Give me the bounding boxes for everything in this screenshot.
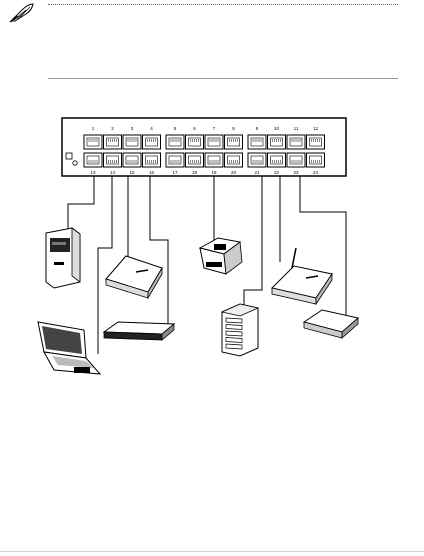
rackmount-switch-icon (102, 321, 176, 341)
rj45-port (103, 134, 122, 150)
rj45-port (224, 134, 243, 150)
port-label: 16 (149, 170, 155, 175)
port-label: 21 (254, 170, 260, 175)
rj45-port (83, 134, 103, 150)
rj45-port (267, 152, 286, 168)
port-label: 23 (293, 170, 299, 175)
rj45-port (267, 134, 286, 150)
rj45-port (122, 134, 142, 150)
rj45-port (306, 152, 325, 168)
drive-bay (225, 343, 243, 350)
note-top-rule (48, 4, 398, 5)
port-label: 12 (313, 126, 319, 131)
wireless-router-icon (271, 247, 333, 306)
drive-bay (225, 324, 243, 330)
rj45-port (142, 152, 161, 168)
port-label: 2 (111, 126, 114, 131)
rj45-port (185, 152, 204, 168)
rj45-port (103, 152, 122, 168)
rj45-port (165, 152, 185, 168)
rj45-port (165, 134, 185, 150)
rj45-port (286, 152, 306, 168)
wireless-router-icon (105, 255, 163, 300)
port-label: 7 (213, 126, 216, 131)
port-label: 5 (174, 126, 177, 131)
rj45-port (142, 134, 161, 150)
port-label: 19 (211, 170, 217, 175)
port-label: 15 (129, 170, 135, 175)
port-label: 11 (294, 126, 299, 131)
port-label: 13 (90, 170, 96, 175)
port-label: 3 (131, 126, 134, 131)
network-cable (97, 176, 113, 354)
port-label: 22 (274, 170, 280, 175)
rj45-port (204, 152, 224, 168)
switch-power-icon (65, 152, 78, 166)
port-label: 17 (172, 170, 178, 175)
network-cable (299, 176, 347, 316)
port-label: 9 (256, 126, 259, 131)
drive-bay (225, 330, 243, 337)
rj45-port (122, 152, 142, 168)
note-bottom-rule (48, 78, 398, 79)
rj45-port (224, 152, 243, 168)
port-label: 8 (232, 126, 235, 131)
rj45-port (247, 152, 267, 168)
drive-bay (225, 317, 243, 324)
rj45-port (185, 134, 204, 150)
port-label: 4 (150, 126, 153, 131)
port-label: 6 (193, 126, 196, 131)
port-label: 10 (274, 126, 280, 131)
footer-rule (0, 551, 424, 552)
network-cable (67, 176, 95, 230)
network-cable (243, 176, 263, 306)
printer-icon (198, 237, 243, 275)
small-router-icon (302, 309, 360, 339)
laptop-icon (37, 321, 102, 375)
feather-pen-icon (9, 3, 34, 23)
server-tower-icon (220, 303, 260, 357)
port-label: 14 (110, 170, 116, 175)
rj45-port (306, 134, 325, 150)
port-label: 20 (231, 170, 237, 175)
port-label: 24 (313, 170, 319, 175)
network-cable (149, 176, 169, 326)
port-label: 18 (192, 170, 198, 175)
drive-bay (225, 337, 243, 343)
rj45-port (204, 134, 224, 150)
desktop-tower-icon (45, 227, 81, 289)
rj45-port (83, 152, 103, 168)
rj45-port (247, 134, 267, 150)
rj45-port (286, 134, 306, 150)
port-label: 1 (92, 126, 95, 131)
